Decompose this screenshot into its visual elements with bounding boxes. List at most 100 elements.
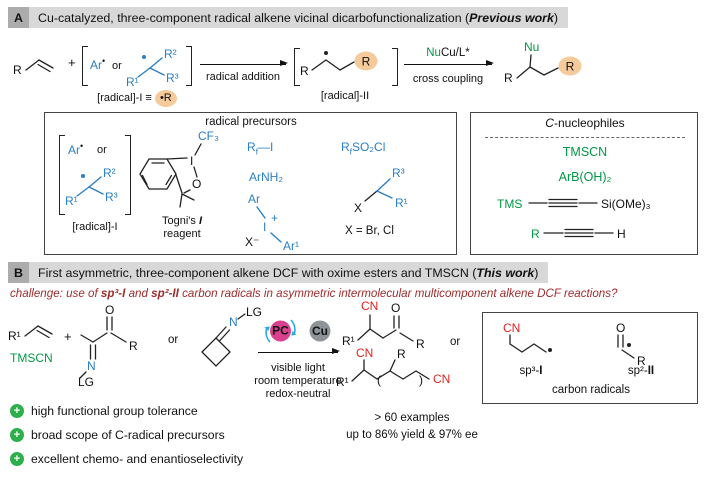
- tms-alkyne-structure: TMS Si(OMe)₃: [497, 197, 651, 211]
- rso2-base: R: [341, 140, 350, 154]
- radical-ii-structure: R R: [300, 51, 378, 78]
- togni-caption-pre: Togni's: [161, 215, 199, 227]
- r3-label: R³: [166, 71, 179, 85]
- radical-dot: •: [102, 56, 106, 66]
- r3-label: R³: [392, 166, 405, 180]
- radical-r-highlight: •R: [154, 90, 177, 107]
- r3-label: R³: [105, 190, 118, 204]
- reaction-arrow-b: [258, 348, 340, 355]
- r2-label: R²: [103, 166, 116, 180]
- sp3-label: sp³-I: [485, 365, 577, 378]
- condition-1: visible light: [271, 362, 325, 374]
- togni-reagent-structure: CF₃ I O: [139, 129, 219, 208]
- r-label: R: [531, 227, 540, 241]
- cu-label: Cu: [312, 324, 328, 338]
- plus-badge-icon: +: [10, 404, 24, 418]
- sulfonyl-chloride-label: RfSO₂Cl: [341, 140, 386, 157]
- or-label: or: [168, 334, 179, 346]
- r-highlighted-label: R: [362, 55, 371, 69]
- iodine-label: I: [190, 154, 193, 168]
- rf-tail: —I: [258, 140, 274, 154]
- togni-caption-line2: reagent: [163, 228, 201, 241]
- terminal-alkyne-structure: R H: [531, 227, 626, 241]
- feature-bullet-3: + excellent chemo- and enantioselectivit…: [10, 452, 243, 466]
- ar1-label: Ar¹: [283, 239, 299, 253]
- r-label: R: [13, 63, 22, 77]
- nucleophiles-title-c: C: [545, 116, 554, 130]
- paren-right: ): [419, 373, 423, 387]
- cn-label: CN: [356, 346, 373, 360]
- rf-iodide-label: Rf—I: [247, 140, 274, 157]
- photocatalyst-badge: [270, 320, 291, 342]
- cn-label: CN: [503, 321, 520, 335]
- r2-label: R²: [164, 47, 177, 61]
- radical-dot: •: [80, 141, 84, 151]
- radical-i-label: [radical]-I: [72, 221, 118, 233]
- r1-label: R¹: [126, 75, 139, 89]
- arrow-2-label: cross coupling: [412, 73, 484, 85]
- arrow-1-label: radical addition: [206, 71, 280, 83]
- challenge-s1: challenge: use of: [10, 287, 101, 300]
- r-label: R: [129, 339, 138, 353]
- togni-caption-line1: Togni's I: [129, 215, 235, 228]
- panel-a-title-post: ): [553, 10, 558, 25]
- feature-bullet-2: + broad scope of C-radical precursors: [10, 428, 225, 442]
- panel-b-title-pre: First asymmetric, three-component alkene…: [38, 265, 477, 280]
- sp2-pre: sp²-: [627, 365, 648, 377]
- r1-label: R¹: [65, 194, 78, 208]
- togni-caption: Togni's I reagent: [129, 215, 235, 241]
- r-label: R: [637, 354, 646, 368]
- cn-label: CN: [361, 299, 378, 313]
- radical-precursors-box: radical precursors Ar• or R¹ R² R³ [radi…: [44, 112, 457, 255]
- aryl-radical-label: Ar•: [90, 56, 105, 73]
- paren-left: (: [377, 373, 381, 387]
- alkyl-halide-structure: X R³ R¹: [354, 166, 408, 215]
- h-label: H: [617, 227, 626, 241]
- r1-label: R¹: [336, 375, 349, 389]
- r-label: R: [416, 337, 425, 351]
- tms-label: TMS: [497, 197, 522, 211]
- oxime-ester-structure: O R N LG: [78, 303, 138, 389]
- panel-a-tag: A: [8, 7, 29, 28]
- radical-i-label: [radical]-I ≡: [97, 92, 152, 105]
- or-label: or: [450, 336, 461, 348]
- arylboronic-acid-label: ArB(OH)₂: [558, 170, 612, 184]
- silyl-label: Si(OMe)₃: [601, 197, 651, 211]
- cu-ligand-label: Cu/L*: [440, 47, 470, 59]
- divider-dashed: [485, 137, 685, 138]
- r-label: R: [397, 347, 406, 361]
- sp3-radical-structure: CN: [503, 321, 552, 353]
- panel-b-title: First asymmetric, three-component alkene…: [29, 262, 548, 283]
- leaving-group-label: LG: [78, 375, 94, 389]
- radical-ii-label: [radical]-II: [320, 90, 370, 102]
- challenge-sp3: sp³-I: [100, 287, 126, 300]
- reaction-arrow-2: [404, 60, 494, 67]
- reaction-arrow-1: [200, 60, 288, 67]
- bullet-text: excellent chemo- and enantioselectivity: [31, 452, 244, 466]
- nitrogen-label: N: [87, 359, 96, 373]
- panel-b-title-post: ): [534, 265, 539, 280]
- nucleophiles-title-rest: -nucleophiles: [553, 116, 625, 130]
- rso2-tail: SO₂Cl: [352, 140, 386, 154]
- leaving-group-label: LG: [246, 305, 262, 319]
- bracket-right: [186, 46, 192, 86]
- plus-badge-icon: +: [10, 452, 24, 466]
- x-label: X: [354, 201, 362, 215]
- catalyst-badges: PC Cu: [264, 319, 331, 343]
- tmscn-label: TMSCN: [562, 145, 608, 159]
- cf3-label: CF₃: [198, 129, 219, 143]
- plus-charge: +: [271, 211, 278, 225]
- panel-a-header: A Cu-catalyzed, three-component radical …: [8, 7, 568, 28]
- bracket-right: [125, 135, 131, 215]
- oxygen-label: O: [105, 303, 114, 317]
- sp2-acyl-radical-structure: O R: [616, 321, 646, 368]
- alkyl-radical-structure: R¹ R² R³: [126, 47, 179, 89]
- halide-definition: X = Br, Cl: [345, 225, 394, 237]
- bracket-left: [82, 46, 88, 86]
- bullet-text: high functional group tolerance: [31, 404, 198, 418]
- diaryliodonium-structure: Ar I + Ar¹ X⁻: [245, 192, 299, 253]
- precursors-title: radical precursors: [205, 116, 297, 128]
- nu-label: Nu: [426, 47, 441, 59]
- challenge-statement: challenge: use of sp³-I and sp²-II carbo…: [10, 287, 617, 300]
